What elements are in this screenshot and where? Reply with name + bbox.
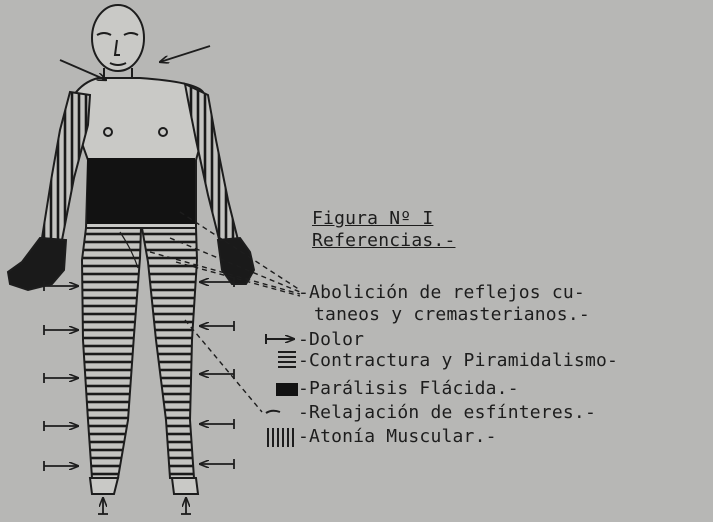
legend-item-reflex: -Abolición de reflejos cu- (298, 282, 585, 303)
legend-solid-block-icon (276, 383, 298, 396)
legend-vertical-hatch-icon (268, 428, 293, 447)
left-foot (90, 478, 118, 494)
legend-dash-icon (266, 411, 280, 413)
legend-item-atonia: -Atonía Muscular.- (298, 426, 497, 447)
figure-title: Figura Nº I (312, 208, 433, 229)
legend-arrow-icon (266, 334, 294, 344)
legend-item-paralysis: -Parálisis Flácida.- (298, 378, 519, 399)
legend-symbols (266, 334, 298, 447)
legend-horizontal-hatch-icon (278, 352, 296, 367)
legend-item-pain: -Dolor (298, 329, 364, 350)
flaccid-paralysis-region (87, 158, 195, 224)
legend-item-sphincter: -Relajación de esfínteres.- (298, 402, 596, 423)
legend-item-contracture: -Contractura y Piramidalismo- (298, 350, 618, 371)
legend-item-reflex-cont: taneos y cremasterianos.- (314, 304, 590, 325)
right-foot (172, 478, 198, 494)
human-figure-head (92, 5, 144, 80)
human-figure-legs (82, 228, 198, 494)
figure-subtitle: Referencias.- (312, 230, 455, 251)
left-hand (8, 238, 66, 290)
right-hand (218, 238, 254, 284)
